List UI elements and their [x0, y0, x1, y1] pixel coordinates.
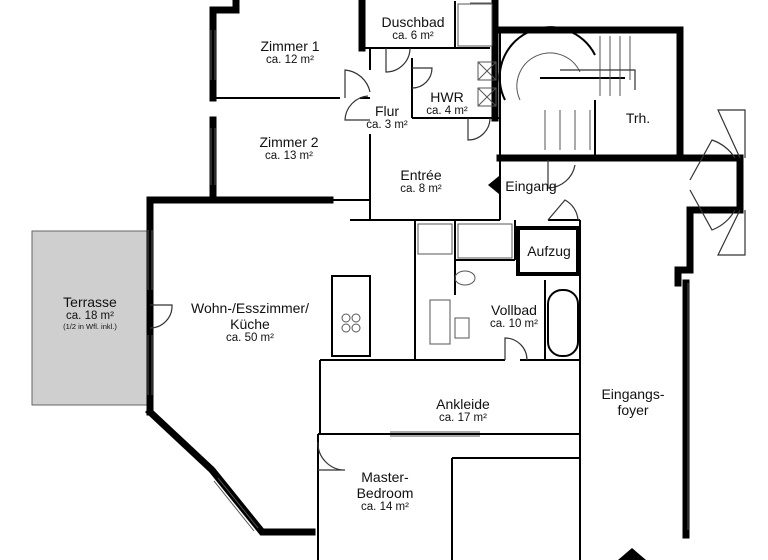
room-area: ca. 17 m²: [439, 412, 487, 425]
room-name: Eingang: [505, 178, 557, 194]
room-name: Aufzug: [527, 243, 571, 259]
terrace-area: [31, 230, 150, 406]
room-area: ca. 10 m²: [490, 318, 538, 331]
walls: [145, 0, 744, 560]
room-area: ca. 14 m²: [361, 501, 409, 514]
room-name: Entrée: [400, 167, 442, 183]
room-area: ca. 13 m²: [265, 150, 313, 163]
room-name: Duschbad: [381, 14, 445, 30]
room-name: Ankleide: [436, 396, 490, 412]
room-name: Master-: [361, 469, 409, 485]
room-zimmer1: Zimmer 1 ca. 12 m²: [245, 38, 335, 67]
room-name-line2: Bedroom: [356, 485, 414, 502]
room-entree: Entrée ca. 8 m²: [384, 167, 458, 196]
room-area: ca. 12 m²: [266, 54, 314, 67]
room-ankleide: Ankleide ca. 17 m²: [418, 396, 508, 425]
room-wohnkueche: Wohn-/Esszimmer/ Küche ca. 50 m²: [180, 300, 320, 345]
room-duschbad: Duschbad ca. 6 m²: [368, 14, 458, 43]
room-name: Wohn-/Esszimmer/: [191, 300, 309, 316]
room-name: Terrasse: [63, 294, 117, 310]
room-aufzug: Aufzug: [520, 243, 578, 259]
fixtures: [341, 3, 579, 357]
room-name: Zimmer 1: [260, 38, 320, 54]
room-master: Master- Bedroom ca. 14 m²: [340, 469, 430, 514]
room-area: ca. 50 m²: [226, 332, 274, 345]
entrance-arrow-icon: [618, 548, 646, 560]
room-area: ca. 18 m²: [66, 310, 114, 323]
room-area: ca. 4 m²: [426, 105, 468, 118]
room-eingang: Eingang: [500, 178, 562, 194]
room-name-line2: Küche: [230, 316, 270, 333]
room-vollbad: Vollbad ca. 10 m²: [478, 302, 550, 331]
room-hwr: HWR ca. 4 m²: [418, 89, 476, 118]
room-flur: Flur ca. 3 m²: [355, 103, 419, 132]
room-area: ca. 3 m²: [366, 119, 408, 132]
room-note: (1/2 in Wfl. inkl.): [63, 322, 117, 332]
room-area: ca. 8 m²: [400, 183, 442, 196]
doors: [149, 47, 746, 471]
room-terrasse: Terrasse ca. 18 m² (1/2 in Wfl. inkl.): [40, 294, 140, 332]
room-name: HWR: [430, 89, 464, 105]
room-name: Trh.: [625, 110, 651, 126]
windows: [147, 2, 689, 532]
room-zimmer2: Zimmer 2 ca. 13 m²: [244, 134, 334, 163]
room-name: Eingangs-: [601, 386, 665, 402]
room-name-line2: foyer: [617, 402, 649, 419]
room-foyer: Eingangs- foyer: [588, 386, 678, 418]
staircase: [498, 26, 636, 150]
eingang-arrow-icon: [488, 176, 499, 194]
room-trh: Trh.: [615, 110, 661, 126]
room-name: Vollbad: [491, 302, 537, 318]
room-name: Zimmer 2: [259, 134, 319, 150]
room-area: ca. 6 m²: [392, 30, 434, 43]
room-name: Flur: [374, 103, 400, 119]
